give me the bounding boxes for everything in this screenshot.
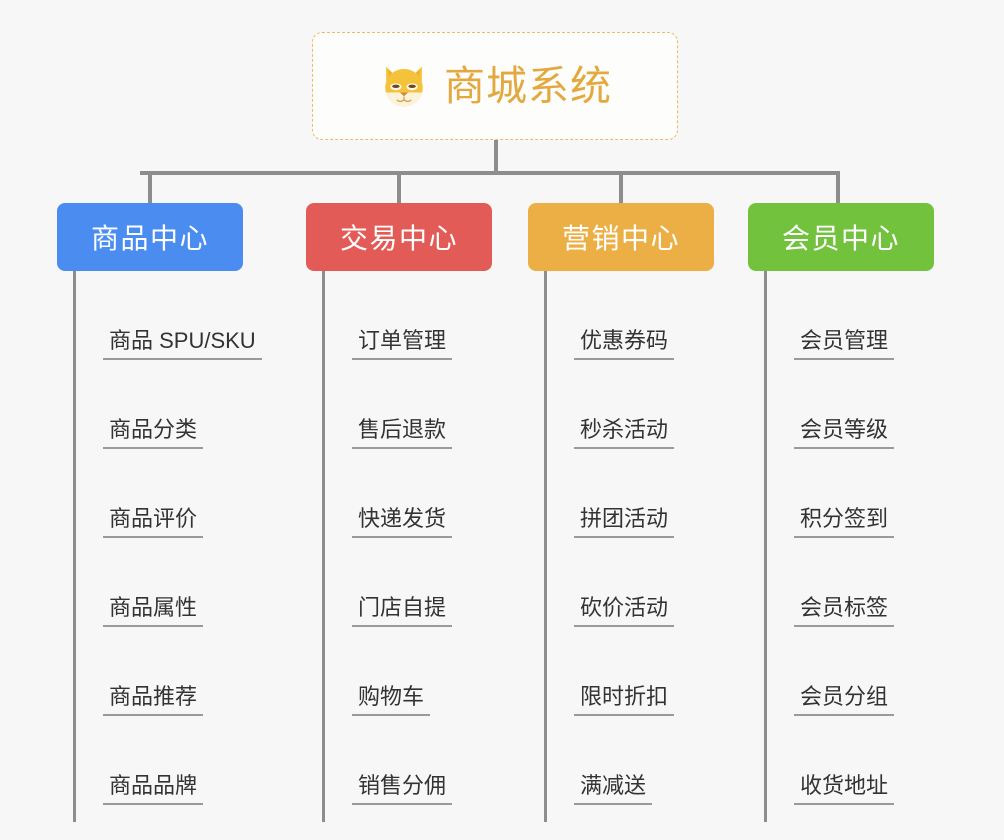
- leaf-label: 销售分佣: [352, 773, 453, 805]
- leaf-item[interactable]: 快递发货: [322, 449, 453, 538]
- leaf-label: 优惠券码: [574, 328, 675, 360]
- leaf-label: 会员标签: [794, 595, 895, 627]
- leaf-item[interactable]: 积分签到: [764, 449, 895, 538]
- shiba-dog-emoji: [385, 66, 423, 107]
- category-label-trade: 交易中心: [339, 223, 458, 254]
- leaf-label: 会员等级: [794, 417, 895, 449]
- leaf-label: 商品推荐: [103, 684, 204, 716]
- leaf-label: 订单管理: [352, 328, 453, 360]
- connector-drop-2: [397, 171, 401, 203]
- leaf-item[interactable]: 售后退款: [322, 360, 453, 449]
- leaf-label: 拼团活动: [574, 506, 675, 538]
- leaf-item[interactable]: 商品分类: [73, 360, 262, 449]
- category-box-product[interactable]: 商品中心: [57, 203, 243, 271]
- leaf-item[interactable]: 会员分组: [764, 627, 895, 716]
- leaf-label: 商品品牌: [103, 773, 204, 805]
- connector-drop-3: [619, 171, 623, 203]
- leaf-label: 限时折扣: [574, 684, 675, 716]
- leaf-item[interactable]: 订单管理: [322, 271, 453, 360]
- leaf-label: 购物车: [352, 684, 431, 716]
- connector-drop-4: [836, 171, 840, 203]
- leaf-label: 商品评价: [103, 506, 204, 538]
- leaf-item[interactable]: 收货地址: [764, 716, 895, 805]
- category-box-marketing[interactable]: 营销中心: [528, 203, 714, 271]
- category-label-product: 商品中心: [90, 223, 209, 254]
- branch-column-product: 商品 SPU/SKU 商品分类 商品评价 商品属性 商品推荐 商品品牌: [73, 271, 262, 822]
- branch-spine: [322, 271, 325, 822]
- connector-horizontal-bus: [140, 171, 840, 175]
- category-label-marketing: 营销中心: [561, 223, 680, 254]
- leaf-label: 会员分组: [794, 684, 895, 716]
- leaf-label: 门店自提: [352, 595, 453, 627]
- leaf-item[interactable]: 商品品牌: [73, 716, 262, 805]
- leaf-label: 收货地址: [794, 773, 895, 805]
- leaf-item[interactable]: 会员等级: [764, 360, 895, 449]
- leaf-item[interactable]: 砍价活动: [544, 538, 675, 627]
- leaf-label: 砍价活动: [574, 595, 675, 627]
- category-box-trade[interactable]: 交易中心: [306, 203, 492, 271]
- root-title: 商城系统: [444, 62, 612, 109]
- leaf-item[interactable]: 门店自提: [322, 538, 453, 627]
- leaf-label: 会员管理: [794, 328, 895, 360]
- connector-drop-1: [148, 171, 152, 203]
- leaf-item[interactable]: 会员标签: [764, 538, 895, 627]
- branch-column-member: 会员管理 会员等级 积分签到 会员标签 会员分组 收货地址: [764, 271, 895, 822]
- leaf-item[interactable]: 商品属性: [73, 538, 262, 627]
- connector-root-stem: [494, 140, 498, 173]
- category-label-member: 会员中心: [781, 223, 900, 254]
- branch-spine: [764, 271, 767, 822]
- category-box-member[interactable]: 会员中心: [748, 203, 934, 271]
- leaf-item[interactable]: 商品 SPU/SKU: [73, 271, 262, 360]
- branch-column-trade: 订单管理 售后退款 快递发货 门店自提 购物车 销售分佣: [322, 271, 453, 822]
- leaf-item[interactable]: 商品评价: [73, 449, 262, 538]
- leaf-item[interactable]: 限时折扣: [544, 627, 675, 716]
- leaf-item[interactable]: 优惠券码: [544, 271, 675, 360]
- leaf-label: 积分签到: [794, 506, 895, 538]
- leaf-item[interactable]: 秒杀活动: [544, 360, 675, 449]
- leaf-item[interactable]: 拼团活动: [544, 449, 675, 538]
- leaf-label: 商品 SPU/SKU: [103, 328, 262, 360]
- leaf-item[interactable]: 满减送: [544, 716, 674, 805]
- branch-column-marketing: 优惠券码 秒杀活动 拼团活动 砍价活动 限时折扣 满减送: [544, 271, 675, 822]
- branch-spine: [73, 271, 76, 822]
- leaf-item[interactable]: 商品推荐: [73, 627, 262, 716]
- leaf-label: 满减送: [574, 773, 653, 805]
- leaf-label: 售后退款: [352, 417, 453, 449]
- root-node[interactable]: 商城系统: [312, 32, 678, 140]
- branch-spine: [544, 271, 547, 822]
- leaf-label: 快递发货: [352, 506, 453, 538]
- leaf-item[interactable]: 销售分佣: [322, 716, 453, 805]
- leaf-item[interactable]: 会员管理: [764, 271, 895, 360]
- leaf-label: 商品属性: [103, 595, 204, 627]
- leaf-label: 商品分类: [103, 417, 204, 449]
- leaf-label: 秒杀活动: [574, 417, 675, 449]
- leaf-item[interactable]: 购物车: [322, 627, 452, 716]
